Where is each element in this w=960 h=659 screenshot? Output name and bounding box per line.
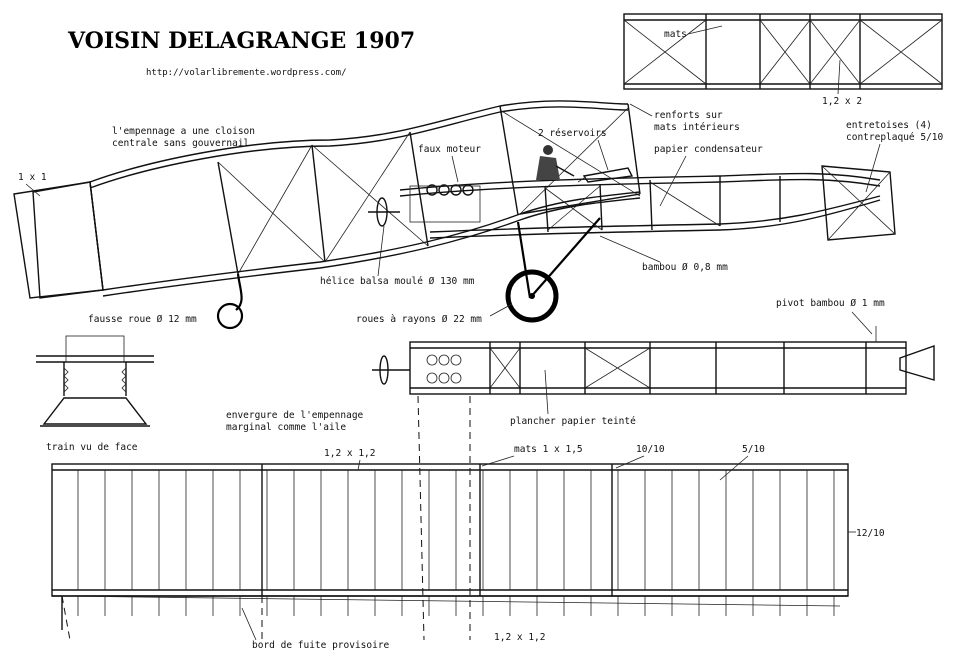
plancher-label: plancher papier teinté xyxy=(510,416,636,427)
helice-label: hélice balsa moulé Ø 130 mm xyxy=(320,276,475,287)
tail-wheel-icon xyxy=(216,302,244,330)
empennage-cloison-label: l'empennage a une cloison xyxy=(112,126,255,137)
dim-1-2x1-2-bottom-label: 1,2 x 1,2 xyxy=(494,632,545,643)
dim-10-10-label: 10/10 xyxy=(636,444,665,455)
bambou-label: bambou Ø 0,8 mm xyxy=(642,262,728,273)
engine-cylinders-icon xyxy=(409,184,481,223)
landing-gear-front-view: train vu de face xyxy=(36,335,154,453)
dim-12-10-label: 12/10 xyxy=(856,528,885,539)
renforts-mats-label: mats intérieurs xyxy=(654,122,740,133)
envergure-marginal-label: marginal comme l'aile xyxy=(226,422,346,433)
mats-1x1-5-label: mats 1 x 1,5 xyxy=(514,444,583,455)
empennage-gouvernail-label: centrale sans gouvernail xyxy=(112,138,249,149)
faux-moteur-label: faux moteur xyxy=(418,144,481,155)
contreplaque-label: contreplaqué 5/10 xyxy=(846,132,944,143)
source-url: http://volarlibremente.wordpress.com/ xyxy=(146,68,346,78)
mats-label: mats xyxy=(664,29,687,40)
dim-1x1-label: 1 x 1 xyxy=(18,172,47,183)
dim-1-2x2-label: 1,2 x 2 xyxy=(822,96,862,107)
propeller-icon xyxy=(368,197,400,227)
wing-ribs xyxy=(77,470,835,616)
wing-plan-view: envergure de l'empennage marginal comme … xyxy=(51,395,885,651)
entretoises-label: entretoises (4) xyxy=(846,120,932,131)
elevator-plan-view: mats 1,2 x 2 xyxy=(623,13,943,107)
pilot-figure-icon xyxy=(536,145,575,180)
reservoirs-label: 2 réservoirs xyxy=(538,128,607,139)
plan-title: VOISIN DELAGRANGE 1907 xyxy=(67,28,415,54)
bord-de-fuite-label: bord de fuite provisoire xyxy=(252,640,390,651)
roues-label: roues à rayons Ø 22 mm xyxy=(356,314,482,325)
pivot-label: pivot bambou Ø 1 mm xyxy=(776,298,885,309)
wheel-icon xyxy=(505,269,559,323)
renforts-label: renforts sur xyxy=(654,110,723,121)
engine-plan-icon xyxy=(426,354,462,384)
fausse-roue-label: fausse roue Ø 12 mm xyxy=(88,314,197,325)
envergure-label: envergure de l'empennage xyxy=(226,410,364,421)
papier-condensateur-label: papier condensateur xyxy=(654,144,763,155)
dim-1-2x1-2-top-label: 1,2 x 1,2 xyxy=(324,448,375,459)
fuselage-plan-view: pivot bambou Ø 1 mm plancher papier tein… xyxy=(372,298,935,427)
dim-5-10-label: 5/10 xyxy=(742,444,765,455)
train-label: train vu de face xyxy=(46,442,138,453)
propeller-plan-icon xyxy=(372,355,410,385)
side-elevation-view: l'empennage a une cloison centrale sans … xyxy=(13,100,944,330)
